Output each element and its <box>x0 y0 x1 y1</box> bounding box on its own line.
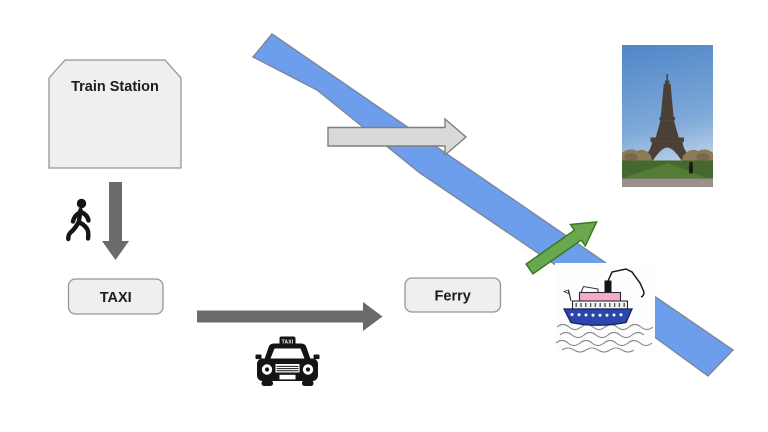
walk-down-arrow <box>102 182 129 260</box>
train-station-node: Train Station <box>48 59 182 169</box>
river-crossing-arrow <box>327 117 468 157</box>
ferry-cabin <box>578 291 622 302</box>
taxi-wheel-left <box>261 380 273 386</box>
trees-right-shade <box>696 153 710 161</box>
taxi-node-shape <box>67 278 164 315</box>
ferry-node-label: Ferry <box>435 289 471 305</box>
taxi-wheel-right <box>302 380 314 386</box>
taxi-roof-sign-label: TAXI <box>282 339 294 345</box>
taxi-node-label: TAXI <box>100 290 132 306</box>
ferry-node-shape <box>404 277 502 313</box>
taxi-route-arrow <box>197 302 383 331</box>
photo-person <box>689 161 693 174</box>
taxi-headlight-right-center <box>305 367 311 372</box>
trees-left-shade <box>624 153 638 161</box>
ferry-portholes <box>570 313 623 317</box>
taxi-node: TAXI <box>67 278 164 315</box>
taxi-roof-sign <box>279 336 296 346</box>
taxi-mirror-right <box>313 354 320 360</box>
waves-lines <box>555 323 654 353</box>
taxi-bumper-vent <box>279 374 296 380</box>
taxi-windshield <box>270 348 305 359</box>
ferry-boat-clipart <box>555 263 655 353</box>
walking-person-icon <box>66 198 91 242</box>
ferry-funnel <box>604 280 612 293</box>
ferry-pennant <box>562 289 569 295</box>
ferry-node: Ferry <box>404 277 502 313</box>
taxi-car-icon: TAXI <box>255 336 320 386</box>
taxi-headlight-left-center <box>264 367 270 372</box>
eiffel-tower-photo <box>622 45 713 187</box>
train-station-shape <box>48 59 182 169</box>
ferry-mast <box>567 289 572 302</box>
taxi-mirror-left <box>255 354 262 360</box>
taxi-grille-slats <box>276 365 299 372</box>
photo-walkway <box>622 178 713 187</box>
train-station-label: Train Station <box>71 79 159 95</box>
ferry-crossing-arrow <box>525 221 598 275</box>
ferry-crane <box>607 268 645 298</box>
eiffel-tower-silhouette <box>640 74 695 161</box>
ferry-hull <box>562 308 634 326</box>
lawn-light-stripe <box>622 163 706 178</box>
